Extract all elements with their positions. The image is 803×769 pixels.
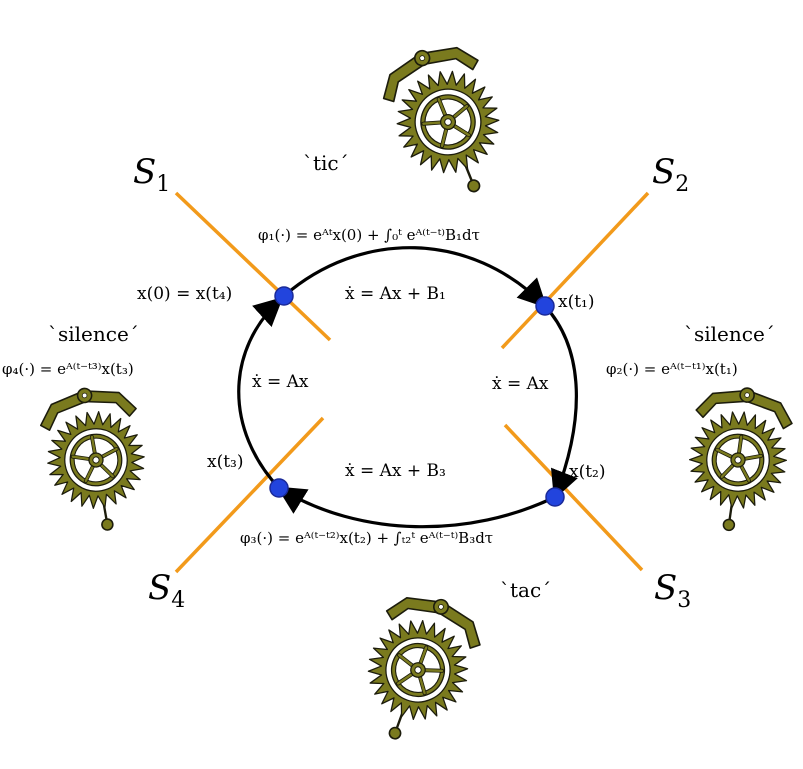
surface-s3-line [503,423,644,572]
surface-s1-label: S1 [133,152,170,197]
phase-tac-label: `tac´ [500,578,552,602]
surface-s3-sub: 3 [677,587,692,613]
point-x0-label: x(0) = x(t₄) [137,284,233,304]
point-x3 [269,478,289,498]
arc-right [543,304,578,500]
escapement-top-icon [382,46,500,193]
point-x1-label: x(t₁) [558,292,595,312]
surface-s3-label: S3 [654,568,691,613]
arc-top [282,246,548,309]
surface-s4-sub: 4 [171,587,186,613]
surface-s2-line [500,191,650,350]
escapement-bottom-icon [367,597,481,740]
flow-phi4-label: φ₄(·) = eᴬ⁽ᵗ⁻ᵗ³⁾x(t₃) [2,360,134,378]
flow-phi1-label: φ₁(·) = eᴬᵗx(0) + ∫₀ᵗ eᴬ⁽ᵗ⁻ᵗ⁾B₁dτ [258,226,480,244]
point-x3-label: x(t₃) [207,452,244,472]
phase-silence-left-label: `silence´ [48,322,139,346]
surface-s4-name: S [148,568,172,608]
point-x2 [545,487,565,507]
surface-s4-line [174,416,325,574]
dynamics-bottom-label: ẋ = Ax + B₃ [345,461,446,481]
surface-s2-label: S2 [652,152,689,197]
arc-bottom [276,486,556,529]
flow-phi2-label: φ₂(·) = eᴬ⁽ᵗ⁻ᵗ¹⁾x(t₁) [606,360,738,378]
point-x0 [274,286,294,306]
surface-s2-name: S [652,152,676,192]
surface-s1-name: S [133,152,157,192]
point-x1 [535,296,555,316]
dynamics-top-label: ẋ = Ax + B₁ [345,284,446,304]
surface-s1-line [174,191,332,342]
surface-s2-sub: 2 [675,171,690,197]
escapement-left-icon [40,387,145,531]
escapement-right-icon [688,387,793,532]
surface-s3-name: S [654,568,678,608]
dynamics-right-label: ẋ = Ax [492,374,549,394]
flow-phi3-label: φ₃(·) = eᴬ⁽ᵗ⁻ᵗ²⁾x(t₂) + ∫ₜ₂ᵗ eᴬ⁽ᵗ⁻ᵗ⁾B₃dτ [240,529,494,547]
surface-s1-sub: 1 [156,171,171,197]
arc-left [237,297,284,490]
surface-s4-label: S4 [148,568,185,613]
phase-tic-label: `tic´ [303,151,349,175]
dynamics-left-label: ẋ = Ax [252,372,309,392]
point-x2-label: x(t₂) [569,462,606,482]
phase-silence-right-label: `silence´ [684,322,775,346]
